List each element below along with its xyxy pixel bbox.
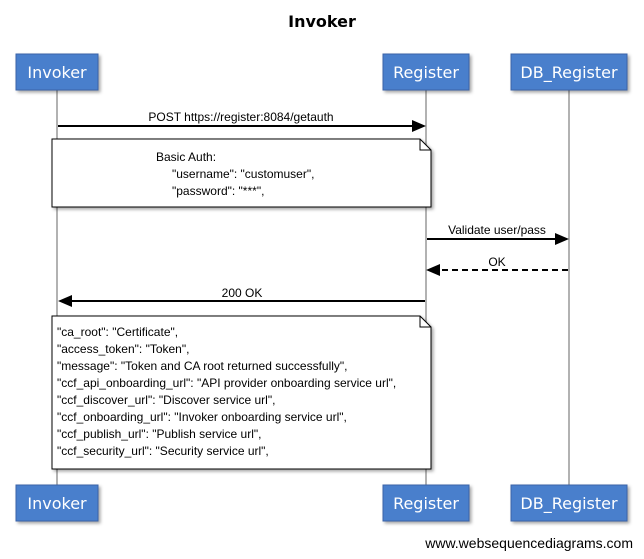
actor-invoker-bottom: Invoker	[15, 484, 99, 522]
note-response-line-2: "access_token": "Token",	[57, 342, 189, 356]
actor-db-register-label: DB_Register	[520, 494, 618, 514]
note-response-line-8: "ccf_security_url": "Security service ur…	[57, 444, 269, 458]
note-basic-auth-line-1: Basic Auth:	[156, 150, 216, 164]
arrowhead	[426, 264, 440, 276]
actor-invoker-label: Invoker	[27, 494, 87, 513]
actor-register-label: Register	[393, 63, 459, 82]
arrowhead	[58, 295, 72, 307]
message-ok-label: OK	[488, 255, 505, 269]
message-post-getauth-label: POST https://register:8084/getauth	[148, 110, 333, 124]
actor-invoker-label: Invoker	[27, 63, 87, 82]
note-response-line-4: "ccf_api_onboarding_url": "API provider …	[57, 376, 396, 390]
note-response-line-6: "ccf_onboarding_url": "Invoker onboardin…	[57, 410, 347, 424]
arrowhead	[412, 120, 426, 132]
note-response-line-1: "ca_root": "Certificate",	[57, 325, 178, 339]
note-basic-auth: Basic Auth: "username": "customuser", "p…	[51, 138, 432, 208]
actor-db-register-bottom: DB_Register	[510, 484, 628, 522]
note-basic-auth-line-3: "password": "***",	[172, 184, 264, 198]
message-validate-label: Validate user/pass	[448, 223, 546, 237]
note-response-body: "ca_root": "Certificate", "access_token"…	[51, 315, 432, 470]
message-200-ok: 200 OK	[58, 286, 425, 307]
actor-register-bottom: Register	[382, 484, 470, 522]
note-basic-auth-line-2: "username": "customuser",	[172, 167, 314, 181]
actor-register-label: Register	[393, 494, 459, 513]
actor-register-top: Register	[382, 53, 470, 91]
actor-db-register-label: DB_Register	[520, 63, 618, 83]
message-post-getauth: POST https://register:8084/getauth	[58, 110, 426, 132]
note-response-line-5: "ccf_discover_url": "Discover service ur…	[57, 393, 275, 407]
actor-db-register-top: DB_Register	[510, 53, 628, 91]
actor-invoker-top: Invoker	[15, 53, 99, 91]
message-validate: Validate user/pass	[427, 223, 569, 245]
footer-watermark: www.websequencediagrams.com	[424, 535, 633, 551]
note-response-line-7: "ccf_publish_url": "Publish service url"…	[57, 427, 261, 441]
message-200-ok-label: 200 OK	[222, 286, 263, 300]
arrowhead	[555, 233, 569, 245]
diagram-title: Invoker	[288, 12, 356, 31]
message-ok: OK	[426, 255, 568, 276]
note-response-line-3: "message": "Token and CA root returned s…	[57, 359, 348, 373]
